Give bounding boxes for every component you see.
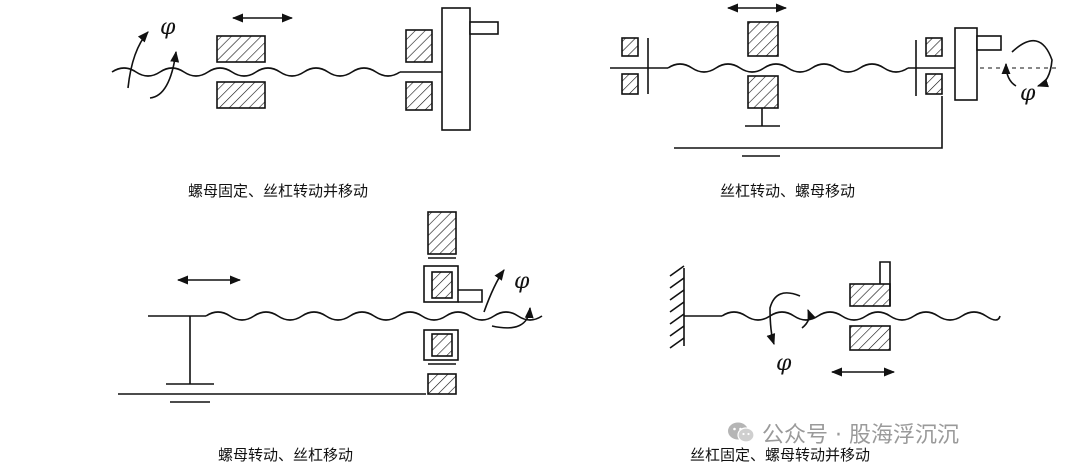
- left-support-upper: [621, 37, 639, 57]
- rotation-arrow: [1011, 40, 1053, 88]
- watermark: 公众号 · 股海浮沉沉: [726, 417, 959, 449]
- nut-lower: [747, 75, 779, 109]
- panel-1-caption: 螺母固定、丝杠转动并移动: [188, 182, 369, 200]
- lead-screw: [667, 63, 909, 73]
- bearing-lower: [405, 81, 433, 111]
- lead-screw: [721, 311, 1001, 321]
- bearing-upper: [405, 29, 433, 63]
- nut-lower: [216, 81, 266, 109]
- watermark-text: 公众号 · 股海浮沉沉: [762, 423, 959, 448]
- nut-upper: [216, 35, 266, 63]
- panel-4-diagram: [669, 261, 1001, 377]
- panel-3-rotation-label: φ: [514, 269, 530, 294]
- panel-4-caption: 丝杠固定、螺母转动并移动: [690, 446, 871, 464]
- panel-2-rotation-label: φ: [1020, 81, 1036, 106]
- nut-upper-core: [431, 271, 453, 299]
- nut-lower-core: [431, 333, 453, 357]
- motor-housing: [954, 27, 978, 101]
- lead-screw: [205, 311, 543, 321]
- lead-screw: [111, 67, 401, 77]
- rotation-arrow: [766, 292, 801, 346]
- panel-1-rotation-label: φ: [160, 15, 176, 40]
- rotation-arrow: [483, 269, 505, 313]
- right-bearing-upper: [925, 37, 943, 57]
- wechat-icon: [728, 422, 755, 443]
- right-bearing-lower: [925, 73, 943, 95]
- panel-1-diagram: [111, 7, 499, 131]
- nut-lower: [849, 325, 891, 351]
- upper-housing: [427, 211, 457, 255]
- panel-3-caption: 螺母转动、丝杠移动: [218, 446, 354, 464]
- motor-housing: [441, 7, 471, 131]
- motor-shaft: [976, 35, 1002, 51]
- nut-upper: [747, 21, 779, 57]
- panel-4-rotation-label: φ: [776, 351, 792, 376]
- panel-2-diagram: [610, 3, 1060, 157]
- nut-upper: [849, 283, 891, 307]
- ground-link: [674, 96, 943, 149]
- left-support-lower: [621, 73, 639, 95]
- motor-shaft: [469, 21, 499, 35]
- lower-housing: [427, 373, 457, 395]
- rotation-arrow: [127, 31, 149, 89]
- panel-2-caption: 丝杠转动、螺母移动: [720, 182, 856, 200]
- panel-3-diagram: [118, 211, 543, 403]
